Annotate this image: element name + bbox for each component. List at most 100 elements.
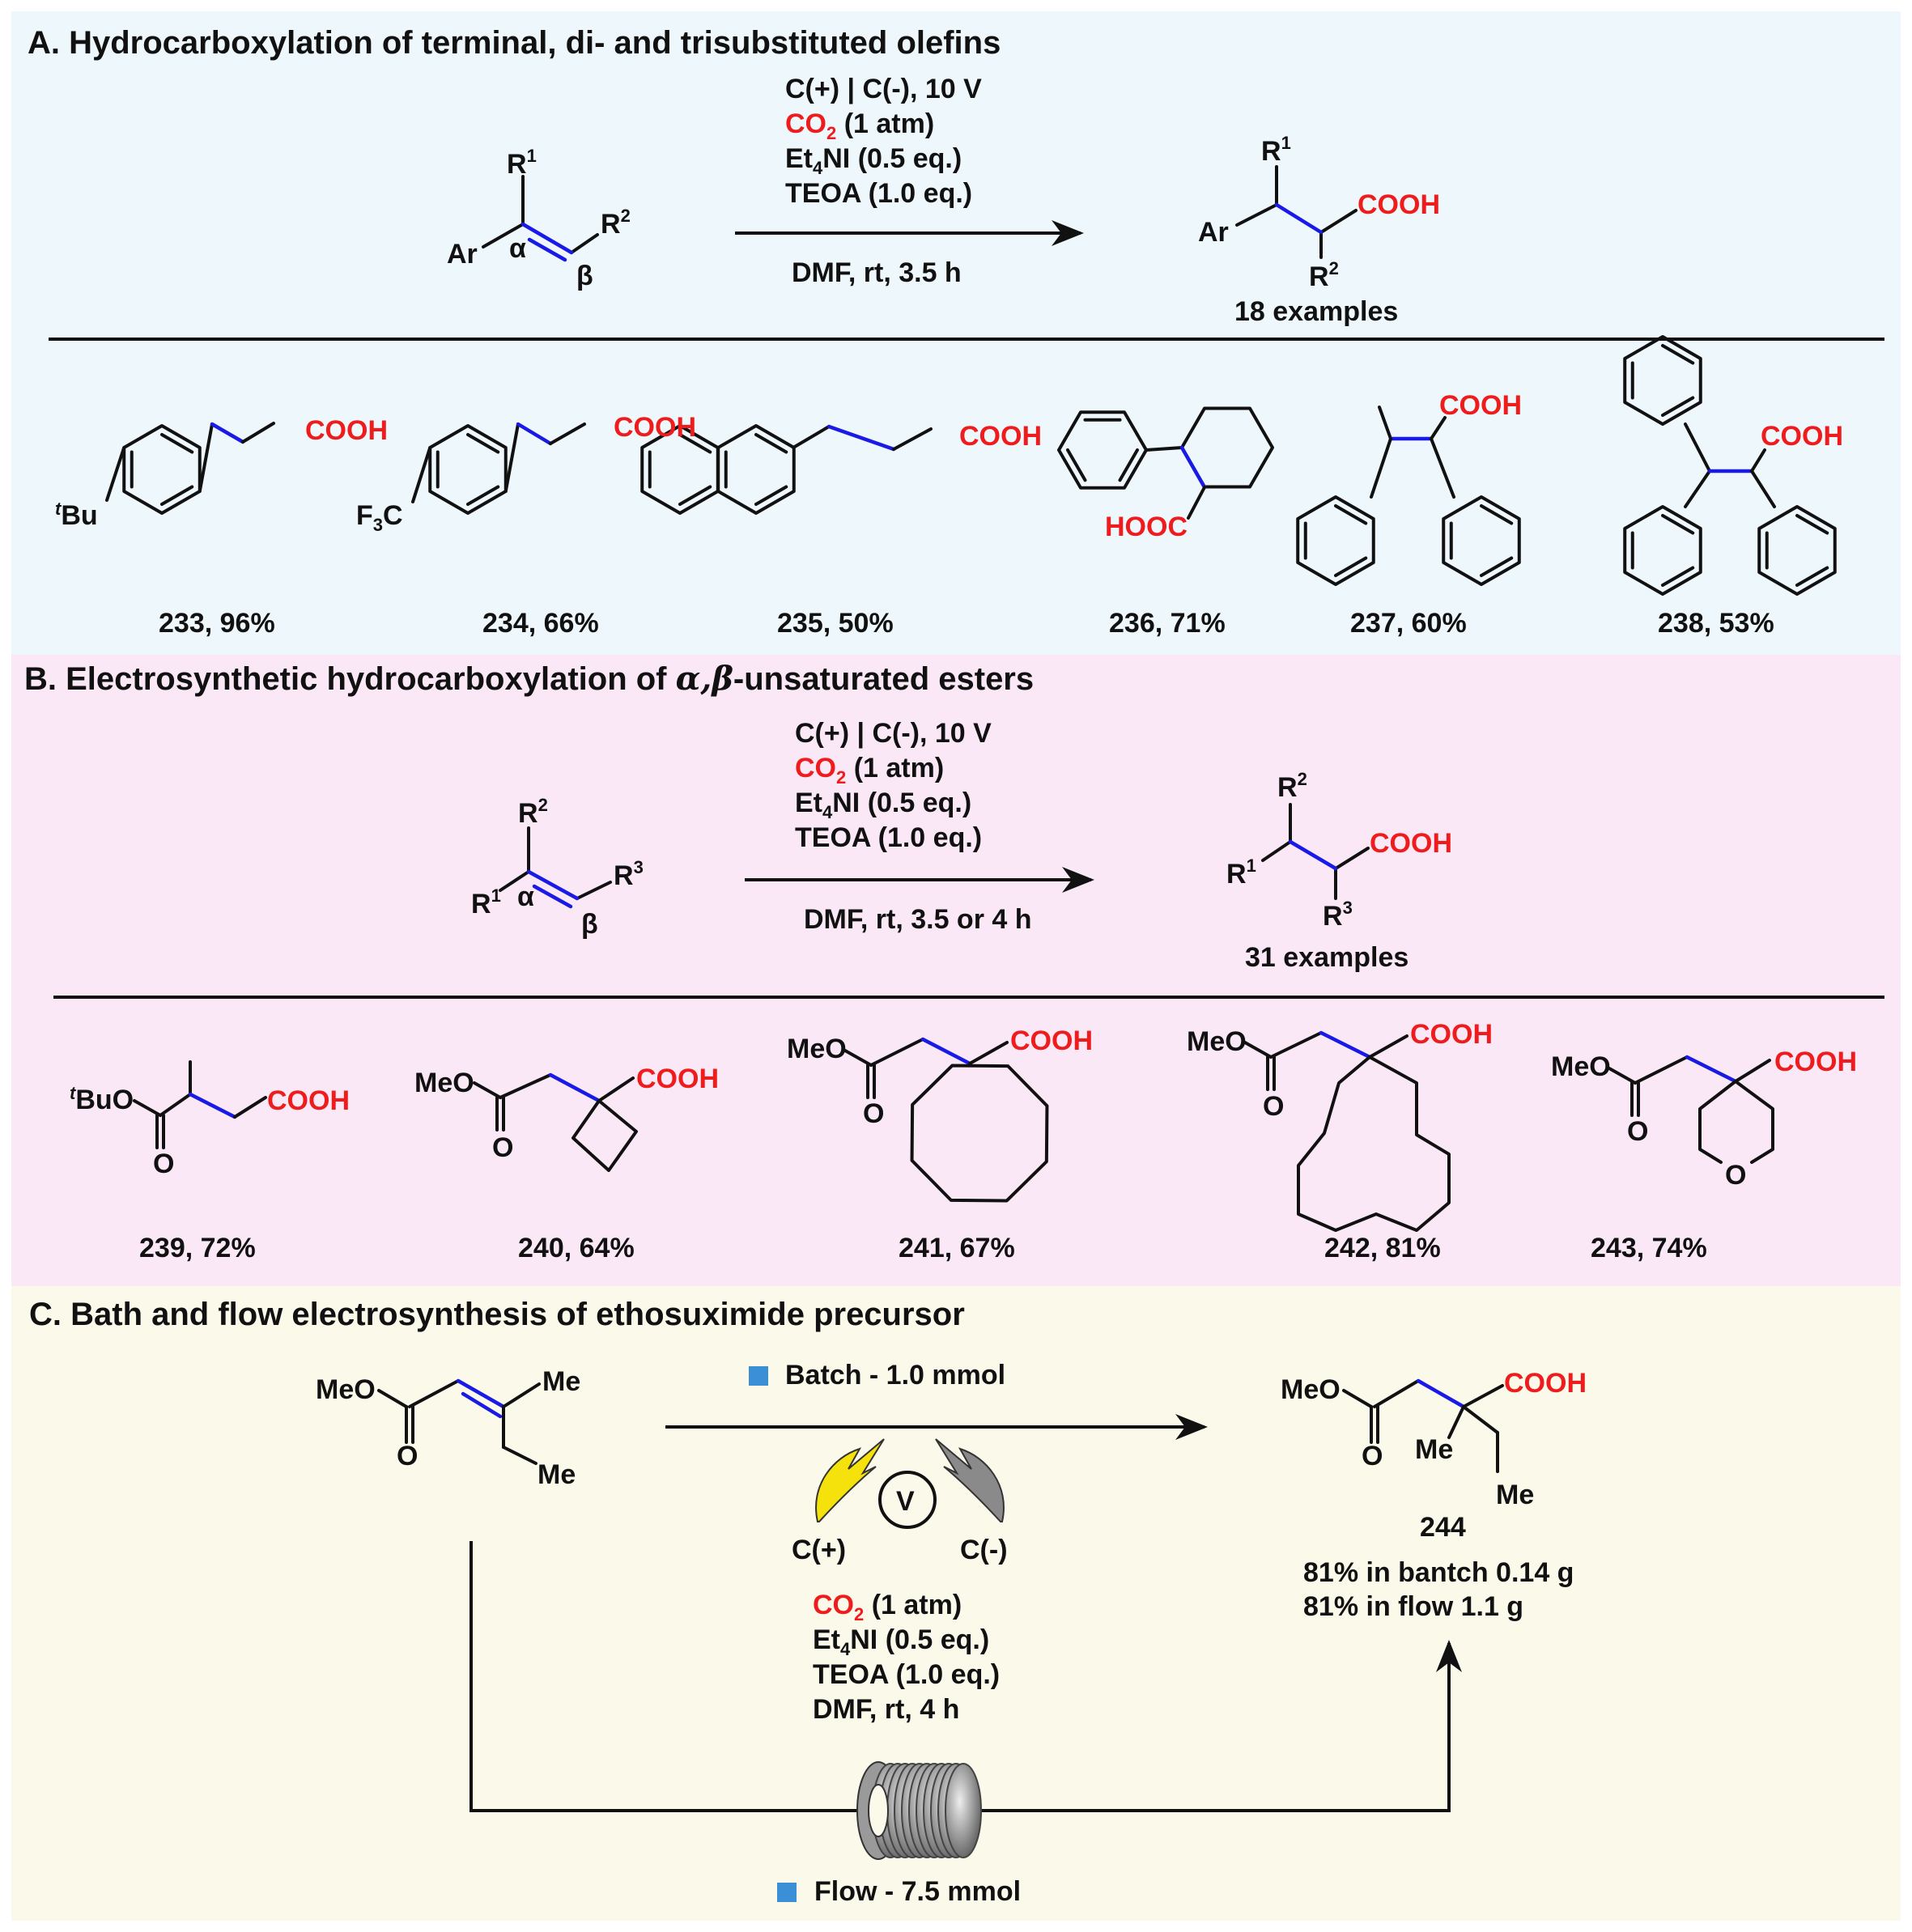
substrate-ar: Ar <box>447 239 478 270</box>
naphthalene-ring-right-double-bond <box>754 485 788 506</box>
chain-243 <box>1634 1055 1689 1085</box>
example-243-acid: COOH <box>1774 1047 1857 1077</box>
example-240-ester: MeO <box>414 1068 474 1098</box>
cyclooctane-ring-241 <box>910 1064 1049 1203</box>
yield-batch: 81% in bantch 0.14 g <box>1303 1557 1574 1588</box>
salt-text: Et4NI (0.5 eq.) <box>813 1624 989 1659</box>
additive-text: TEOA (1.0 eq.) <box>785 178 972 209</box>
panel-a-examples <box>105 335 1837 596</box>
panel-c-substrate: MeO O Me Me <box>316 1366 580 1490</box>
example-235-acid: COOH <box>959 421 1042 452</box>
blue-bond-235 <box>826 424 896 452</box>
panel-a-background <box>11 11 1901 655</box>
acid-bond-241 <box>968 1041 1009 1065</box>
panel-c-title: C. Bath and flow electrosynthesis of eth… <box>29 1297 965 1332</box>
batch-legend-square <box>749 1366 768 1386</box>
naphthalene-ring-left-double-bond <box>678 485 712 506</box>
substrate-me-1: Me <box>542 1366 580 1397</box>
chain-234 <box>503 422 520 493</box>
benzene-ring-238-bottom-double-bond <box>1661 566 1695 587</box>
co2-text: CO2 (1 atm) <box>785 108 934 143</box>
ex243-ester-bond <box>1608 1067 1637 1085</box>
aryl-bond-238-top <box>1684 422 1711 473</box>
acid-bond-237 <box>1430 416 1447 440</box>
benzene-ring-238-right-double-bond <box>1795 566 1829 587</box>
benzene-ring-237-right-double-bond <box>1480 556 1514 577</box>
cathode-bolt-icon <box>935 1438 1005 1522</box>
ex241-ester-bond <box>843 1049 873 1067</box>
aryl-bond-237-left <box>1370 437 1392 499</box>
substrate-r1: R1 <box>471 885 501 919</box>
panel-a-product: R1 Ar COOH R2 18 examples <box>1198 133 1440 327</box>
example-243-ring-o: O <box>1725 1160 1746 1191</box>
substrate-me-2: Me <box>537 1459 576 1490</box>
benzene-ring-233-double-bond <box>160 485 194 506</box>
example-240-carbonyl-o: O <box>492 1132 513 1163</box>
example-233-acid: COOH <box>305 415 388 446</box>
yield-flow: 81% in flow 1.1 g <box>1303 1591 1523 1622</box>
benzene-ring-238-top-double-bond <box>1661 396 1695 417</box>
salt-text: Et4NI (0.5 eq.) <box>795 788 971 822</box>
benzene-ring-238-right <box>1757 505 1837 596</box>
panel-b-conditions: C(+) | C(-), 10 V CO2 (1 atm) Et4NI (0.5… <box>745 718 1094 935</box>
beta-label: β <box>581 909 598 940</box>
example-239-label: 239, 72% <box>139 1233 256 1263</box>
example-243-carbonyl-o: O <box>1627 1116 1648 1147</box>
cf3-bond-234 <box>411 446 432 503</box>
chain-235 <box>792 425 831 449</box>
benzene-ring-237-left <box>1296 495 1375 586</box>
substrate-r2: R2 <box>518 795 548 829</box>
chain-242 <box>1269 1031 1323 1059</box>
flow-label: Flow - 7.5 mmol <box>814 1876 1021 1907</box>
coil-turn-icon <box>945 1763 982 1858</box>
benzene-ring-238-bottom-double-bond <box>1661 514 1695 535</box>
example-234-label: 234, 66% <box>482 608 599 639</box>
panel-a-substrate: R1 R2 Ar α β <box>447 146 631 291</box>
example-243-ester: MeO <box>1551 1051 1611 1082</box>
substrate-r2: R2 <box>601 206 631 240</box>
benzene-ring-233-double-bond <box>160 433 194 454</box>
example-241-carbonyl-o: O <box>863 1098 884 1129</box>
examples-count: 18 examples <box>1234 296 1398 327</box>
acid-bond-243 <box>1734 1059 1771 1083</box>
example-238-acid: COOH <box>1761 421 1843 452</box>
substrate-r3: R3 <box>614 857 644 891</box>
example-239-ester: tBuO <box>70 1083 134 1115</box>
benzene-ring-236-double-bond <box>1066 448 1087 482</box>
naphthalene-ring-right-double-bond <box>754 433 788 454</box>
example-241-ester: MeO <box>787 1034 847 1064</box>
benzene-ring-238-top <box>1623 335 1702 426</box>
panel-c-product: MeO O COOH Me Me 244 81% in bantch 0.14 … <box>1281 1368 1587 1622</box>
salt-text: Et4NI (0.5 eq.) <box>785 143 962 178</box>
batch-label: Batch - 1.0 mmol <box>785 1360 1005 1391</box>
co2-text: CO2 (1 atm) <box>795 753 944 788</box>
acid-bond-234 <box>549 422 586 445</box>
blue-bond-236 <box>1179 445 1207 490</box>
aryl-bond-238-right <box>1750 469 1776 508</box>
solvent-text: DMF, rt, 4 h <box>813 1694 959 1725</box>
flow-legend-square <box>777 1883 797 1902</box>
example-237-label: 237, 60% <box>1350 608 1467 639</box>
panel-b-product: R2 R1 COOH R3 31 examples <box>1226 769 1452 973</box>
benzene-ring-238-bottom <box>1623 505 1702 596</box>
example-241-acid: COOH <box>1010 1025 1093 1056</box>
example-233-group: tBu <box>55 499 98 531</box>
benzene-ring-236 <box>1057 410 1148 490</box>
substrate-carbonyl-o: O <box>397 1441 418 1471</box>
example-238-label: 238, 53% <box>1658 608 1774 639</box>
panel-a-title: A. Hydrocarboxylation of terminal, di- a… <box>28 25 1001 61</box>
product-ar: Ar <box>1198 217 1229 248</box>
acid-bond-233 <box>241 422 275 444</box>
example-234-acid: COOH <box>614 412 696 443</box>
blue-bond-233 <box>210 422 245 444</box>
blue-bond-240 <box>548 1072 601 1103</box>
product-acid: COOH <box>1370 828 1452 859</box>
chain-240 <box>499 1073 552 1099</box>
product-acid: COOH <box>1504 1368 1587 1399</box>
example-233-label: 233, 96% <box>159 608 275 639</box>
acid-bond-242 <box>1368 1034 1409 1059</box>
product-r1: R1 <box>1226 856 1256 890</box>
example-235-label: 235, 50% <box>777 608 894 639</box>
chain-233 <box>198 422 214 493</box>
